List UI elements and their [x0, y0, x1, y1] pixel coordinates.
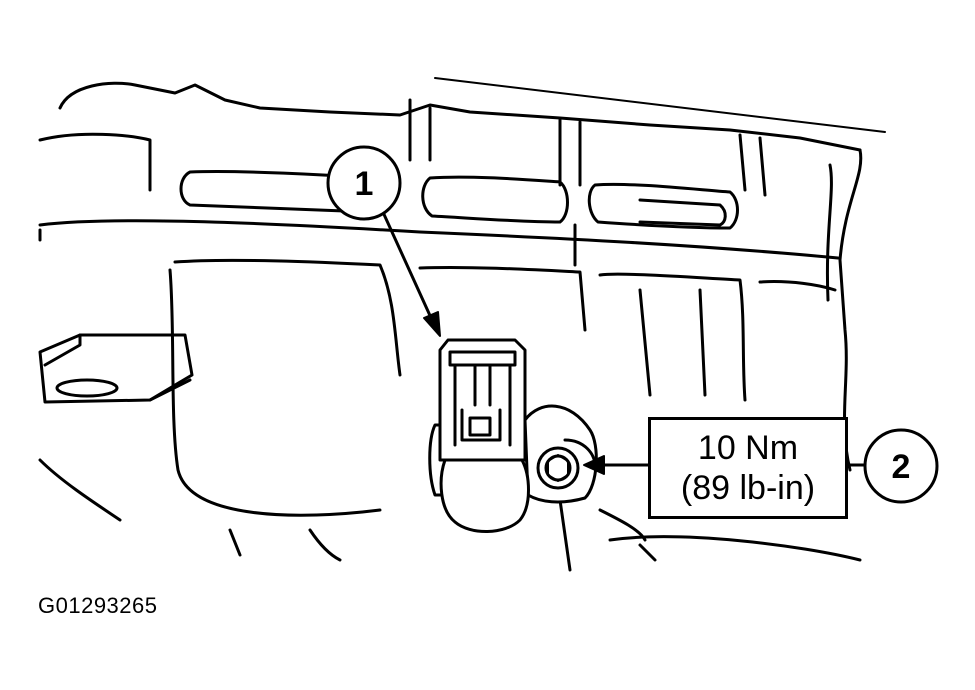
torque-spec-box: 10 Nm (89 lb-in) [648, 417, 848, 519]
figure-id: G01293265 [38, 593, 158, 618]
callout-1: 1 [326, 145, 402, 221]
engine-casting [38, 77, 886, 572]
torque-metric: 10 Nm [697, 429, 799, 467]
mounting-bolt [536, 446, 580, 490]
torque-imperial: (89 lb-in) [680, 469, 816, 507]
leader-arrow-1 [380, 208, 441, 337]
callout-2: 2 [863, 428, 939, 504]
sensor [428, 338, 530, 533]
callout-2-label: 2 [892, 448, 911, 486]
leader-arrow-2 [583, 455, 867, 475]
callout-1-label: 1 [355, 165, 374, 203]
